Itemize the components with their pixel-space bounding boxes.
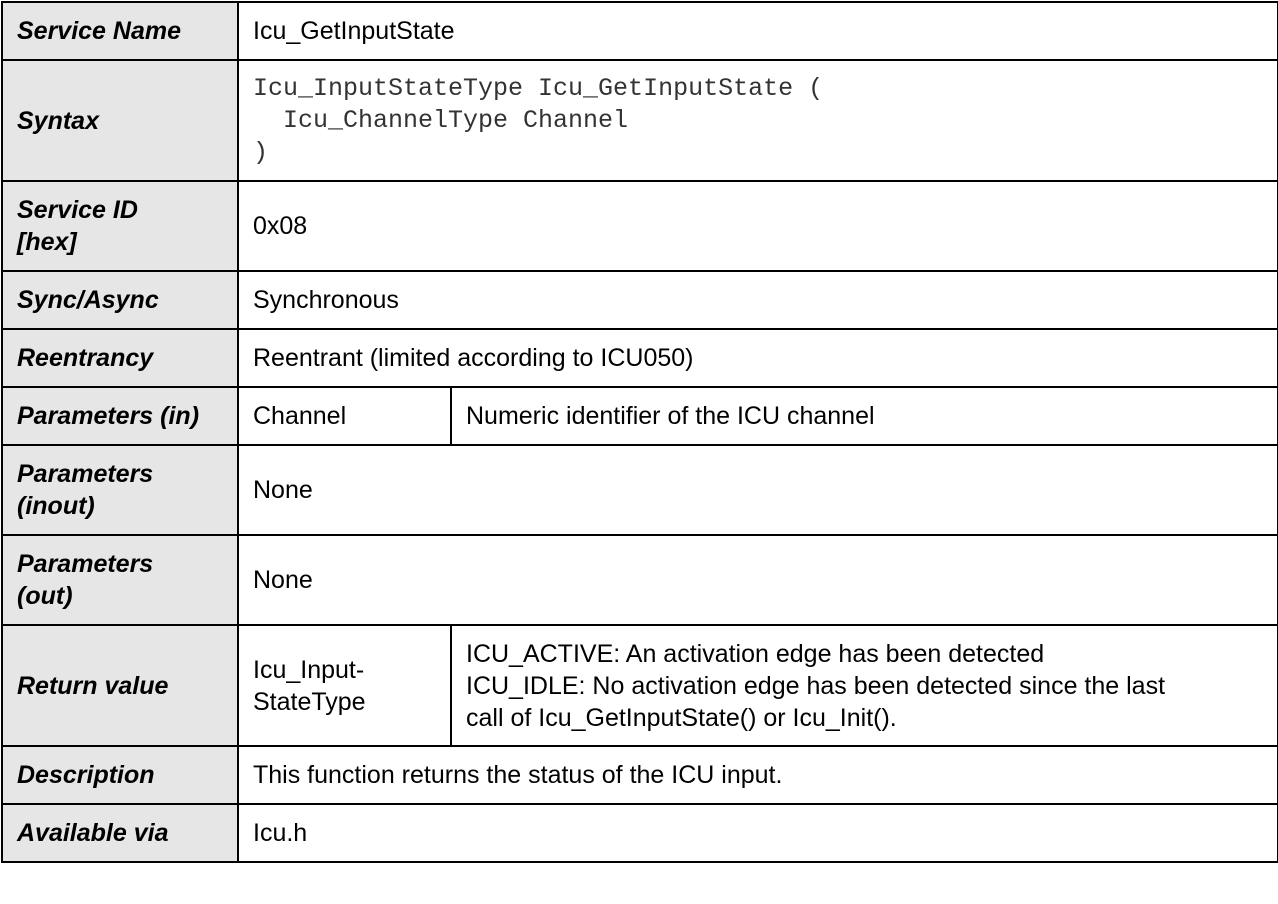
label-line: [hex] bbox=[17, 228, 77, 256]
label-parameters-out: Parameters (out) bbox=[1, 534, 239, 626]
value-service-id: 0x08 bbox=[237, 180, 1278, 272]
label-parameters-inout: Parameters (inout) bbox=[1, 444, 239, 536]
row-parameters-in: Parameters (in) Channel Numeric identifi… bbox=[1, 386, 1278, 446]
label-line: (out) bbox=[17, 582, 73, 610]
row-sync-async: Sync/Async Synchronous bbox=[1, 270, 1278, 330]
label-line: Service ID bbox=[17, 196, 138, 224]
label-line: (inout) bbox=[17, 492, 95, 520]
label-service-name: Service Name bbox=[1, 1, 239, 61]
row-service-id: Service ID [hex] 0x08 bbox=[1, 180, 1278, 272]
label-line: Parameters bbox=[17, 550, 154, 578]
syntax-line: Icu_InputStateType Icu_GetInputState ( bbox=[253, 73, 824, 103]
label-service-id: Service ID [hex] bbox=[1, 180, 239, 272]
label-line: Parameters bbox=[17, 460, 154, 488]
return-description-line: ICU_ACTIVE: An activation edge has been … bbox=[466, 639, 1045, 668]
value-sync-async: Synchronous bbox=[237, 270, 1278, 330]
label-description: Description bbox=[1, 745, 239, 805]
value-return-type: Icu_Input- StateType bbox=[237, 624, 452, 747]
syntax-line: Icu_ChannelType Channel bbox=[253, 105, 629, 135]
row-parameters-out: Parameters (out) None bbox=[1, 534, 1278, 626]
value-parameter-name: Channel bbox=[237, 386, 452, 446]
row-syntax: Syntax Icu_InputStateType Icu_GetInputSt… bbox=[1, 59, 1278, 182]
value-service-name: Icu_GetInputState bbox=[237, 1, 1278, 61]
value-reentrancy: Reentrant (limited according to ICU050) bbox=[237, 328, 1278, 388]
service-specification-table: Service Name Icu_GetInputState Syntax Ic… bbox=[1, 1, 1278, 863]
return-description-line: ICU_IDLE: No activation edge has been de… bbox=[466, 671, 1166, 700]
return-type-line: Icu_Input- bbox=[253, 655, 365, 684]
label-return-value: Return value bbox=[1, 624, 239, 747]
row-reentrancy: Reentrancy Reentrant (limited according … bbox=[1, 328, 1278, 388]
row-parameters-inout: Parameters (inout) None bbox=[1, 444, 1278, 536]
value-description: This function returns the status of the … bbox=[237, 745, 1278, 805]
row-return-value: Return value Icu_Input- StateType ICU_AC… bbox=[1, 624, 1278, 747]
label-parameters-in: Parameters (in) bbox=[1, 386, 239, 446]
label-reentrancy: Reentrancy bbox=[1, 328, 239, 388]
value-parameter-description: Numeric identifier of the ICU channel bbox=[450, 386, 1278, 446]
label-syntax: Syntax bbox=[1, 59, 239, 182]
value-parameters-inout: None bbox=[237, 444, 1278, 536]
row-description: Description This function returns the st… bbox=[1, 745, 1278, 805]
value-return-description: ICU_ACTIVE: An activation edge has been … bbox=[450, 624, 1278, 747]
value-syntax: Icu_InputStateType Icu_GetInputState ( I… bbox=[237, 59, 1278, 182]
return-description-line: call of Icu_GetInputState() or Icu_Init(… bbox=[466, 703, 897, 732]
return-type-line: StateType bbox=[253, 687, 366, 716]
label-available-via: Available via bbox=[1, 803, 239, 863]
value-available-via: Icu.h bbox=[237, 803, 1278, 863]
row-service-name: Service Name Icu_GetInputState bbox=[1, 1, 1278, 61]
label-sync-async: Sync/Async bbox=[1, 270, 239, 330]
row-available-via: Available via Icu.h bbox=[1, 803, 1278, 863]
value-parameters-out: None bbox=[237, 534, 1278, 626]
syntax-line: ) bbox=[253, 137, 269, 167]
